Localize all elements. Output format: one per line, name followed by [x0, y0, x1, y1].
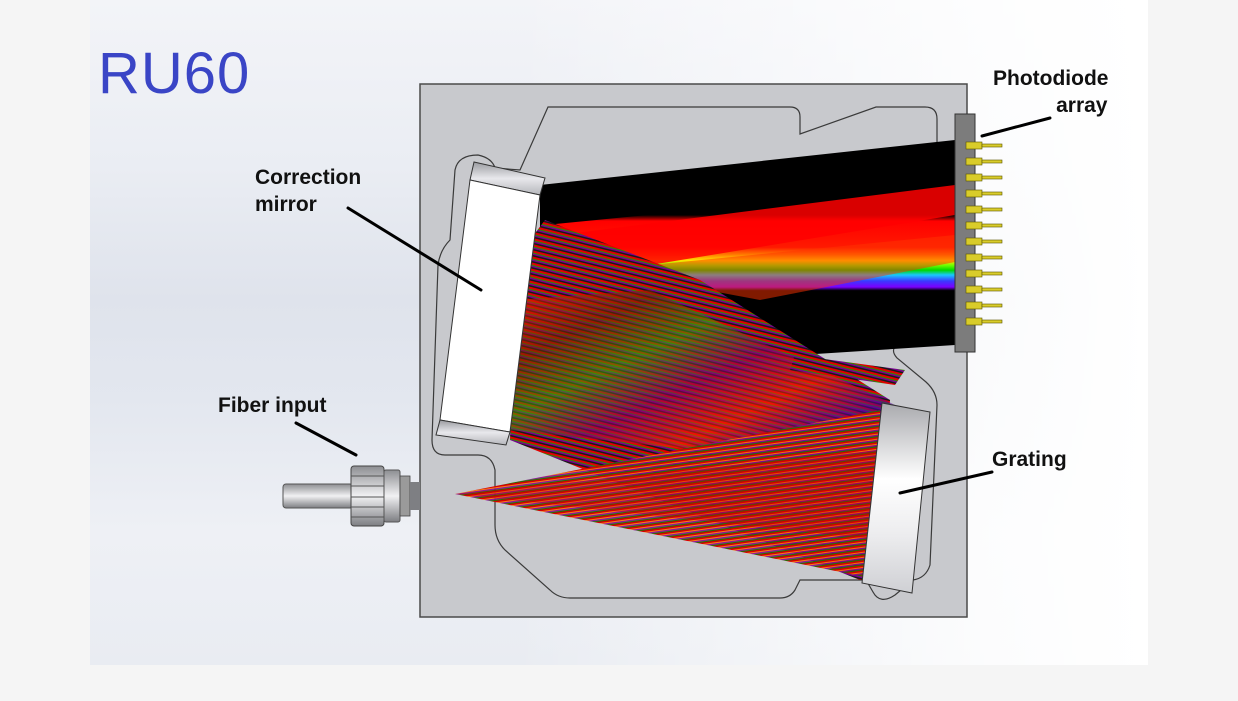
input-light-cone: [455, 410, 880, 580]
leader-grating: [898, 470, 994, 495]
leader-lines: [294, 116, 1052, 495]
correction-mirror: [435, 161, 546, 446]
label-photodiode-array: Photodiode array: [993, 67, 1109, 117]
label-correction-mirror: Correction mirror: [255, 166, 362, 216]
photodiode-array: [954, 113, 1003, 353]
label-fiber-input: Fiber input: [218, 394, 327, 417]
diffraction-grating: [861, 402, 931, 594]
photodiode-pins: [965, 141, 1003, 326]
leader-fiber-input: [294, 421, 358, 457]
leader-photodiode-array: [980, 116, 1052, 138]
diagram-title: RU60: [98, 41, 251, 106]
leader-correction-mirror: [346, 206, 483, 292]
fiber-input-connector: [282, 465, 420, 527]
label-grating: Grating: [992, 448, 1067, 471]
